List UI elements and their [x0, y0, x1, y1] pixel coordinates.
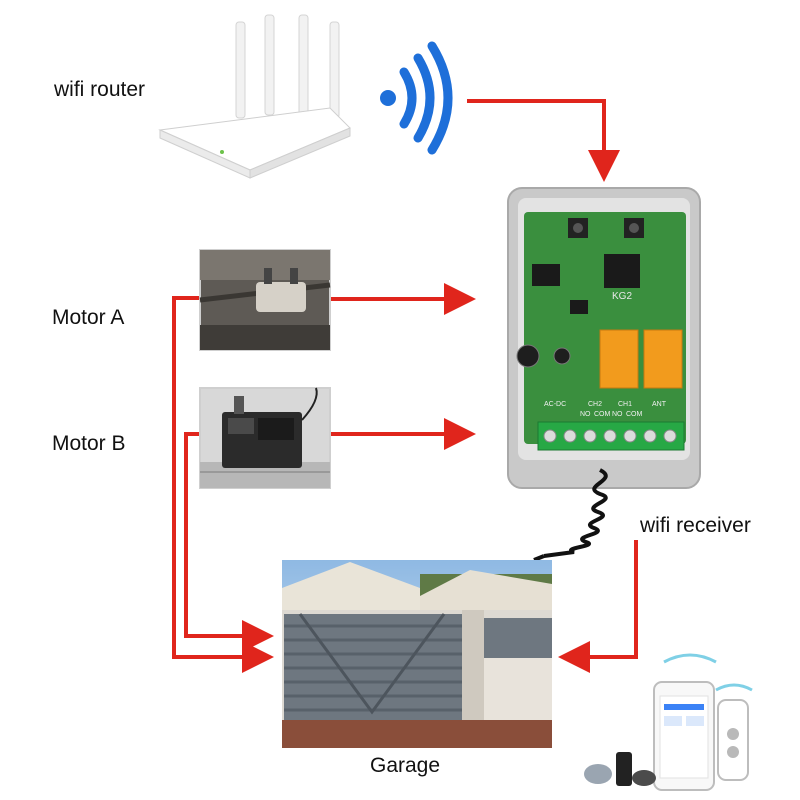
garage-gate-photo [282, 560, 552, 748]
motor-a-photo [199, 249, 331, 351]
wifi-signal-icon [380, 41, 453, 155]
terminal-label-ch1: CH1 [618, 401, 632, 408]
control-devices-icon [584, 653, 753, 791]
terminal-label-ch2: CH2 [588, 401, 602, 408]
wifi-router-label: wifi router [54, 78, 146, 101]
wifi-receiver-label: wifi receiver [640, 514, 751, 537]
wifi-receiver-photo: KG2 AC-DC CH2 CH1 ANT NO COM NO COM [507, 187, 701, 562]
motor-b-label: Motor B [52, 432, 126, 455]
terminal-sub-label-4: COM [626, 411, 643, 418]
arrow-receiver-to-garage [558, 540, 638, 673]
terminal-sub-label-2: COM [594, 411, 611, 418]
garage-label: Garage [370, 754, 441, 777]
wifi-router-icon [158, 14, 351, 179]
board-model-text: KG2 [612, 291, 632, 302]
terminal-label-ant: ANT [652, 401, 667, 408]
arrow-motor-b-to-garage [184, 432, 274, 652]
motor-a-label: Motor A [52, 306, 125, 329]
terminal-label-acdc: AC-DC [544, 401, 566, 408]
terminal-sub-label-3: NO [612, 411, 623, 418]
arrow-router-to-receiver [467, 99, 620, 182]
motor-b-photo [199, 387, 331, 489]
connection-arrows [172, 99, 638, 673]
terminal-sub-label-1: NO [580, 411, 591, 418]
arrow-motor-a-to-garage [172, 296, 274, 673]
